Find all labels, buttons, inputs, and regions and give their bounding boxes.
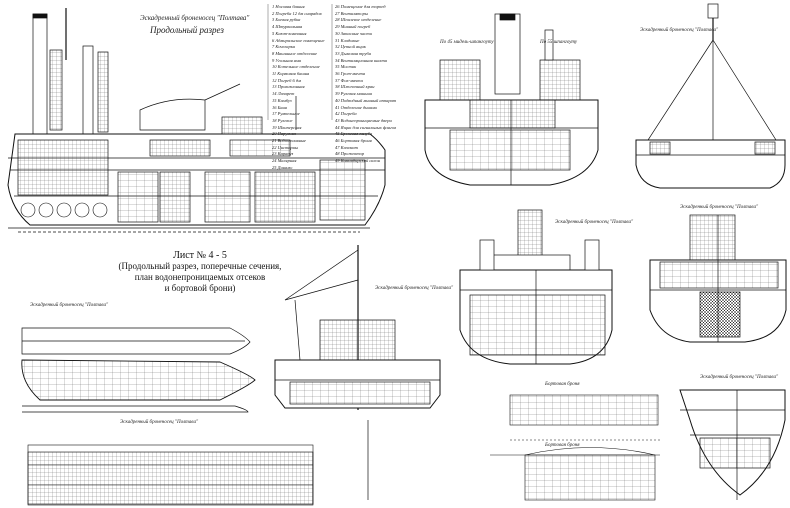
- legend-entry: 49 Командирский салон: [335, 158, 381, 164]
- section-label-armor-belt: Эскадренный броненосец "Полтава": [120, 420, 199, 425]
- legend-entry: 10 Котельное отделение: [272, 64, 320, 70]
- sheet-number: Лист № 4 - 5: [173, 250, 227, 261]
- legend-entry: 27 Вентиляторы: [335, 10, 368, 16]
- legend-entry: 9 Угольная яма: [272, 57, 301, 63]
- mid-section-a: [459, 209, 613, 365]
- legend-entry: 26 Помещение для торпед: [335, 4, 386, 9]
- legend-entry: 7 Кочегарка: [272, 44, 295, 50]
- legend-entry: 36 Грот-мачта: [335, 71, 366, 77]
- legend-entry: 28 Шпилевое отделение: [335, 17, 382, 23]
- ship-name-title: Эскадренный броненосец "Полтава": [140, 14, 250, 22]
- legend-entry: 33 Дымовая труба: [335, 50, 371, 56]
- legend-entry: 3 Боевая рубка: [272, 17, 301, 23]
- legend-entry: 5 Кают-компания: [272, 30, 307, 36]
- legend-entry: 47 Каземат: [335, 144, 358, 150]
- legend-entry: 37 Фок-мачта: [335, 77, 363, 83]
- section-label-bulkheads: Эскадренный броненосец "Полтава": [30, 303, 109, 308]
- legend-entry: 14 Лазарет: [272, 91, 295, 97]
- cross-section-45: [424, 13, 599, 186]
- legend-entry: 24 Малярная: [272, 158, 297, 164]
- section-label-aft: Эскадренный броненосец "Полтава": [700, 375, 779, 380]
- legend-entry: 46 Бортовая броня: [335, 138, 372, 144]
- legend-entry: 25 Динамо: [272, 164, 293, 170]
- legend-entry: 18 Рулевое: [272, 117, 293, 123]
- legend-entry: 16 Баня: [272, 104, 287, 110]
- legend-entry: 45 Броневая палуба: [335, 131, 373, 137]
- legend-entry: 44 Ящик для сигнальных флагов: [335, 124, 397, 130]
- legend-entry: 30 Запасные части: [335, 30, 372, 36]
- legend-entry: 32 Цепной ящик: [335, 44, 366, 50]
- section-label-frame-55: По 55 шпангоуту: [540, 40, 578, 45]
- legend-entry: 15 Камбуз: [272, 97, 292, 103]
- section-label-bow: Эскадренный броненосец "Полтава": [640, 28, 719, 33]
- title-block: Эскадренный броненосец "Полтава" Продоль…: [140, 12, 249, 36]
- legend-entry: 48 Прожектор: [335, 151, 365, 157]
- section-label-frame-45: По 45 мидель-шпангоуту: [440, 40, 494, 45]
- sheet-caption: Лист № 4 - 5 (Продольный разрез, попереч…: [90, 250, 310, 294]
- legend-entry: 21 Водоотливные: [272, 138, 307, 144]
- legend-entry: 42 Погреба: [335, 111, 357, 117]
- legend-entry: 23 Карапуз: [272, 151, 294, 157]
- legend-entry: 4 Штурвальная: [272, 24, 303, 30]
- legend-entry: 19 Шкиперская: [272, 124, 302, 130]
- legend-entry: 20 Парусная: [272, 131, 296, 137]
- sheet-caption-line: план водонепроницаемых отсеков: [134, 272, 266, 282]
- section-label-armor-plan-b: Бортовая броня: [545, 443, 580, 448]
- legend-entry: 8 Машинное отделение: [272, 50, 318, 56]
- section-label-mast: Эскадренный броненосец "Полтава": [375, 286, 454, 291]
- legend-entry: 34 Вентиляционная шахта: [335, 57, 388, 63]
- bulkhead-plan: [21, 327, 256, 413]
- drawing-title: Продольный разрез: [150, 25, 224, 35]
- longitudinal-section: [7, 8, 386, 233]
- legend-entry: 6 Адмиральское помещение: [272, 37, 325, 43]
- section-label-mid-a: Эскадренный броненосец "Полтава": [555, 220, 634, 225]
- legend-entry: 22 Цистерны: [272, 144, 298, 150]
- aft-section: [679, 389, 786, 500]
- legend-entry: 43 Водонепроницаемые двери: [335, 117, 392, 123]
- bow-section: [635, 3, 786, 189]
- legend-entry: 29 Минный погреб: [335, 24, 371, 30]
- legend-entry: 1 Носовая башня: [272, 4, 305, 9]
- legend-entry: 13 Провизионная: [272, 84, 305, 90]
- section-label-armor-plan-a: Бортовая броня: [545, 382, 580, 387]
- section-label-mid-b: Эскадренный броненосец "Полтава": [680, 205, 759, 210]
- sheet-caption-line: (Продольный разрез, поперечные сечения,: [118, 261, 282, 271]
- legend-entry: 39 Рулевая машина: [335, 91, 372, 97]
- legend-entry: 17 Румпельное: [272, 111, 300, 117]
- sheet-caption-line: и бортовой брони): [164, 283, 236, 293]
- legend-entry: 38 Шлюпочный кран: [335, 84, 375, 90]
- legend-entry: 11 Кормовая башня: [272, 71, 310, 77]
- armor-plan-drawings: [490, 394, 660, 501]
- legend-entry: 31 Кладовые: [335, 37, 360, 43]
- legend-entry: 35 Мостик: [335, 64, 357, 70]
- armor-belt-table: [27, 444, 314, 506]
- mast-crane-section: [274, 245, 441, 500]
- legend-entry: 41 Отделение динамо: [335, 104, 378, 110]
- legend-entry: 2 Погреба 12 дм снарядов: [272, 10, 322, 16]
- legend-entry: 12 Погреб 6 дм: [272, 77, 301, 83]
- mid-section-b: [649, 214, 787, 343]
- legend-entry: 40 Подводный минный аппарат: [335, 97, 397, 103]
